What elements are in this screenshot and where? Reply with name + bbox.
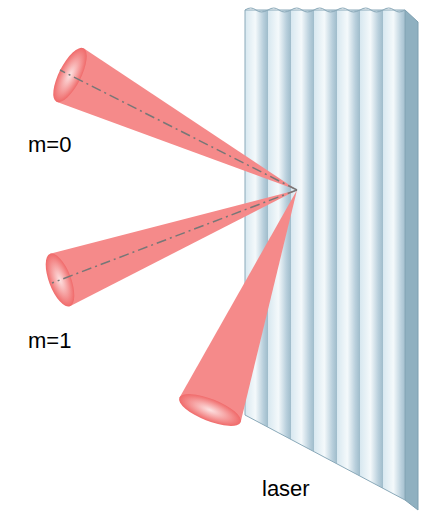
order-label: m=0 xyxy=(28,134,71,156)
grating-side xyxy=(405,10,418,510)
order-0-beam xyxy=(47,43,297,190)
source-label: laser xyxy=(262,478,310,500)
order-1-beam xyxy=(40,190,297,310)
grating-top-edge xyxy=(245,8,405,12)
order-label: m=1 xyxy=(28,330,71,352)
